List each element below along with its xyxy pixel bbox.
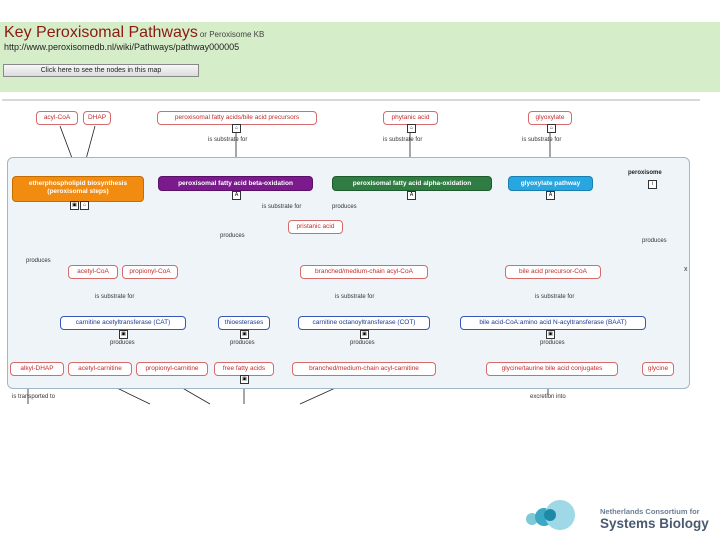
pathway-icon[interactable]: ▣ <box>360 330 369 339</box>
edge-label: is substrate for <box>535 294 575 300</box>
node-branched-acyl-carnitine[interactable]: branched/medium-chain acyl-carnitine <box>292 362 436 376</box>
pathway-icon[interactable]: ▣ <box>70 201 79 210</box>
nsb-logo: Netherlands Consortium for Systems Biolo… <box>520 497 720 537</box>
node-phytanic-acid[interactable]: phytanic acid <box>383 111 438 125</box>
node-bile-acid-precursor[interactable]: bile acid precursor-CoA <box>505 265 601 279</box>
edge-label: produces <box>332 204 357 210</box>
pathway-alpha-oxidation[interactable]: peroxisomal fatty acid alpha-oxidation <box>332 176 492 191</box>
node-dhap[interactable]: DHAP <box>83 111 111 125</box>
pathway-glyoxylate[interactable]: glyoxylate pathway <box>508 176 593 191</box>
edge-label: excretion into <box>530 394 566 400</box>
logo-line2: Systems Biology <box>600 516 709 531</box>
close-mark[interactable]: x <box>684 266 688 273</box>
pathway-icon[interactable]: ▣ <box>240 375 249 384</box>
node-acetyl-coa[interactable]: acetyl-CoA <box>68 265 118 279</box>
node-glyoxylate[interactable]: glyoxylate <box>528 111 572 125</box>
edge-label: produces <box>26 258 51 264</box>
compartment-label: peroxisome <box>628 170 662 176</box>
enzyme-thioesterases[interactable]: thioesterases <box>218 316 270 330</box>
node-bile-acid-conjugates[interactable]: glycine/taurine bile acid conjugates <box>486 362 618 376</box>
enzyme-cat[interactable]: carnitine acetyltransferase (CAT) <box>60 316 186 330</box>
node-propionyl-carnitine[interactable]: propionyl-carnitine <box>136 362 208 376</box>
node-branched-acyl-coa[interactable]: branched/medium-chain acyl-CoA <box>300 265 428 279</box>
pathway-icon[interactable]: A <box>407 191 416 200</box>
pathway-beta-oxidation[interactable]: peroxisomal fatty acid beta-oxidation <box>158 176 313 191</box>
edge-label: produces <box>220 233 245 239</box>
show-nodes-button[interactable]: Click here to see the nodes in this map <box>3 64 199 77</box>
edge-label: is substrate for <box>522 137 562 143</box>
pathway-etherphospholipid[interactable]: etherphospholipid biosynthesis (peroxiso… <box>12 176 144 202</box>
pathway-icon[interactable]: A <box>232 191 241 200</box>
pathway-icon[interactable]: ▣ <box>240 330 249 339</box>
link-icon[interactable]: ⌂ <box>407 124 416 133</box>
node-fatty-acids[interactable]: peroxisomal fatty acids/bile acid precur… <box>157 111 317 125</box>
link-icon[interactable]: ⌂ <box>80 201 89 210</box>
edge-label: is substrate for <box>383 137 423 143</box>
enzyme-cot[interactable]: carnitine octanoyltransferase (COT) <box>298 316 430 330</box>
edge-label: is transported to <box>12 394 56 400</box>
enzyme-baat[interactable]: bile acid-CoA:amino acid N-acyltransfera… <box>460 316 646 330</box>
edge-label: produces <box>540 340 565 346</box>
logo-line1: Netherlands Consortium for <box>600 507 700 516</box>
edge-label: produces <box>642 238 667 244</box>
node-alkyl-dhap[interactable]: alkyl-DHAP <box>10 362 64 376</box>
edge-label: produces <box>110 340 135 346</box>
link-icon[interactable]: ⌂ <box>232 124 241 133</box>
page-url[interactable]: http://www.peroxisomedb.nl/wiki/Pathways… <box>4 42 240 52</box>
edge-label: is substrate for <box>335 294 375 300</box>
edge-label: produces <box>350 340 375 346</box>
node-glycine[interactable]: glycine <box>642 362 674 376</box>
node-acetyl-carnitine[interactable]: acetyl-carnitine <box>68 362 132 376</box>
edge-label: produces <box>230 340 255 346</box>
node-pristanic-acid[interactable]: pristanic acid <box>288 220 343 234</box>
node-propionyl-coa[interactable]: propionyl-CoA <box>122 265 178 279</box>
edge-label: is substrate for <box>95 294 135 300</box>
pathway-icon[interactable]: A <box>546 191 555 200</box>
edge-label: is substrate for <box>262 204 302 210</box>
title-subtitle[interactable]: or Peroxisome KB <box>199 30 265 39</box>
pathway-icon[interactable]: ▣ <box>119 330 128 339</box>
link-icon[interactable]: ⌂ <box>547 124 556 133</box>
info-icon[interactable]: i <box>648 180 657 189</box>
node-free-fatty-acids[interactable]: free fatty acids <box>214 362 274 376</box>
edge-label: is substrate for <box>208 137 248 143</box>
pathway-icon[interactable]: ▣ <box>546 330 555 339</box>
logo-circles-icon <box>526 500 575 530</box>
node-acyl-coa[interactable]: acyl-CoA <box>36 111 78 125</box>
title-text: Key Peroxisomal Pathways <box>4 24 198 41</box>
